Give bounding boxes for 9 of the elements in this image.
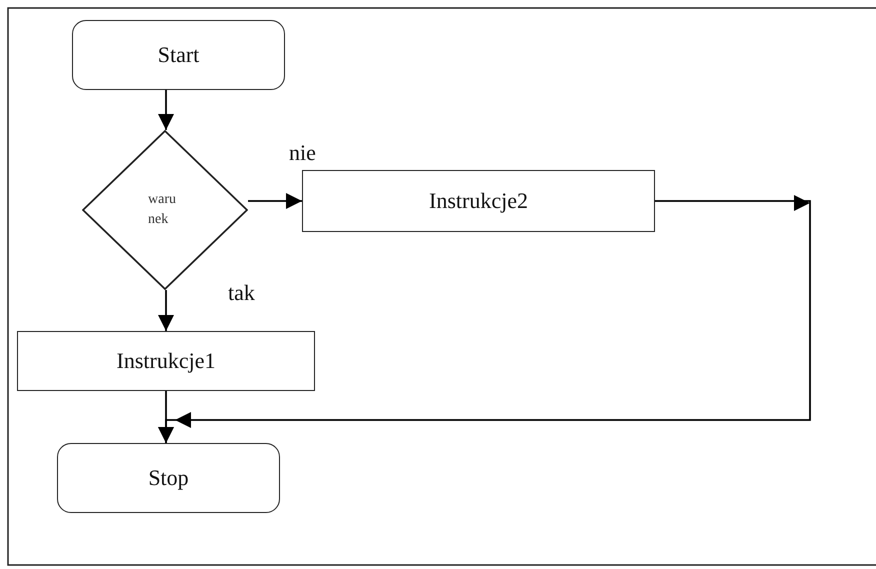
node-label: waru nek bbox=[148, 190, 177, 229]
terminal-box bbox=[57, 443, 280, 513]
process-box bbox=[302, 170, 655, 232]
node-label: Stop bbox=[148, 465, 189, 491]
node-label: Instrukcje1 bbox=[116, 348, 216, 374]
process-box bbox=[17, 331, 315, 391]
terminal-box bbox=[72, 20, 285, 90]
node-label: Instrukcje2 bbox=[429, 188, 528, 214]
node-label: Start bbox=[158, 42, 200, 68]
